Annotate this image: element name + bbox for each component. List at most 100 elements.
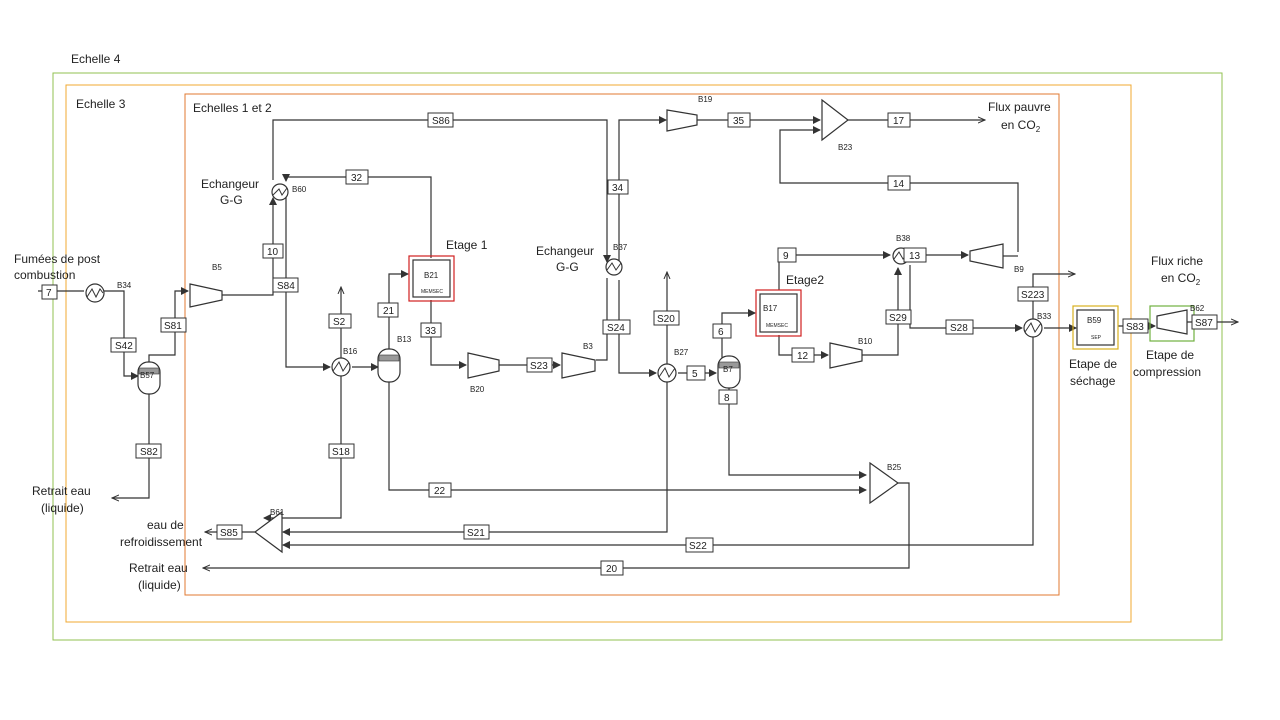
stream-S23: S23 (530, 361, 548, 372)
stream-13: 13 (909, 251, 921, 262)
compressor-B9: B9 (969, 243, 1024, 274)
stream-S22: S22 (689, 541, 707, 552)
drying-label-l1: Etape de (1069, 357, 1117, 371)
block-label-B17: B17 (763, 304, 778, 313)
block-label-B33: B33 (1037, 312, 1052, 321)
stream-S18: S18 (332, 447, 350, 458)
heat-exchanger-B37: B37 (605, 243, 628, 276)
compressor-B10: B10 (829, 337, 873, 369)
membrane-B17: B17 MEMSEC (755, 289, 802, 337)
stream-9: 9 (783, 251, 789, 262)
heater-B34: B34 (85, 281, 132, 303)
heat-exchanger-B27: B27 (657, 348, 689, 383)
compressor-B20: B20 (467, 352, 500, 394)
lean-flow-label-l1: Flux pauvre (988, 100, 1051, 114)
stream-labels: 7 S42 S82 S81 S84 10 S86 32 S2 S18 21 33… (41, 112, 1218, 576)
rich-flow-label-l1: Flux riche (1151, 254, 1203, 268)
stream-17: 17 (893, 116, 905, 127)
heat-exchanger-B33: B33 (1023, 312, 1052, 338)
stream-21: 21 (383, 306, 395, 317)
flash-drum-B57: B57 (137, 361, 161, 395)
water-out-2-label-l2: (liquide) (138, 578, 181, 592)
separator-B59: B59 SEP (1072, 305, 1119, 350)
stream-22: 22 (434, 486, 446, 497)
hx1-label-l2: G-G (220, 193, 243, 207)
scale-3-label: Echelle 3 (76, 97, 126, 111)
heat-exchanger-B16: B16 (331, 347, 358, 377)
compressor-B5: B5 (189, 263, 223, 308)
compression-label-l1: Etape de (1146, 348, 1194, 362)
block-label-B19: B19 (698, 95, 713, 104)
scales-1-2-frame (184, 93, 1060, 596)
block-label-B59: B59 (1087, 316, 1102, 325)
stream-S84: S84 (277, 281, 295, 292)
cooling-water-label-l2: refroidissement (120, 535, 203, 549)
drying-label-l2: séchage (1070, 374, 1116, 388)
scale-4-frame (52, 72, 1223, 641)
scales-1-2-label: Echelles 1 et 2 (193, 101, 272, 115)
block-label-B60: B60 (292, 185, 307, 194)
block-label-B9: B9 (1014, 265, 1024, 274)
block-label-B21: B21 (424, 271, 439, 280)
block-label-B27: B27 (674, 348, 689, 357)
stream-S85: S85 (220, 528, 238, 539)
stream-5: 5 (692, 369, 698, 380)
stream-10: 10 (267, 247, 279, 258)
water-out-2-label-l1: Retrait eau (129, 561, 188, 575)
stream-S223: S223 (1021, 290, 1045, 301)
stream-7: 7 (46, 288, 52, 299)
flash-drum-B13: B13 (377, 335, 412, 383)
flue-gas-label-l2: combustion (14, 268, 75, 282)
lean-flow-subscript: 2 (1036, 125, 1041, 134)
stream-14: 14 (893, 179, 905, 190)
stage-1-label: Etage 1 (446, 238, 488, 252)
heat-exchanger-B60: B60 (271, 183, 307, 201)
stream-33: 33 (425, 326, 437, 337)
block-sub-B59: SEP (1091, 335, 1102, 341)
stream-35: 35 (733, 116, 745, 127)
scale-4-label: Echelle 4 (71, 52, 121, 66)
block-label-B62: B62 (1190, 304, 1205, 313)
block-label-B13: B13 (397, 335, 412, 344)
block-label-B23: B23 (838, 143, 853, 152)
lean-flow-label-l2: en CO2 (1001, 118, 1041, 134)
block-label-B5: B5 (212, 263, 222, 272)
block-label-B34: B34 (117, 281, 132, 290)
rich-flow-subscript: 2 (1196, 278, 1201, 287)
stream-S81: S81 (164, 321, 182, 332)
compressor-B19: B19 (666, 95, 713, 132)
membrane-B21: B21 MEMSEC (408, 255, 455, 302)
stream-S2: S2 (333, 317, 346, 328)
cooling-water-label-l1: eau de (147, 518, 184, 532)
flue-gas-label-l1: Fumées de post (14, 252, 101, 266)
stream-34: 34 (612, 183, 624, 194)
water-out-1-label-l2: (liquide) (41, 501, 84, 515)
compression-label-l2: compression (1133, 365, 1201, 379)
block-sub-B21: MEMSEC (421, 289, 443, 295)
lean-flow-text: en CO (1001, 118, 1036, 132)
mixer-B61: B61 (253, 508, 285, 554)
block-label-B61: B61 (270, 508, 285, 517)
block-label-B3: B3 (583, 342, 593, 351)
stream-S28: S28 (950, 323, 968, 334)
block-label-B10: B10 (858, 337, 873, 346)
stream-S29: S29 (889, 313, 907, 324)
stream-S42: S42 (115, 341, 133, 352)
compressor-B3: B3 (561, 342, 596, 379)
mixer-B23: B23 (821, 98, 853, 152)
block-label-B25: B25 (887, 463, 902, 472)
water-out-1-label-l1: Retrait eau (32, 484, 91, 498)
stream-lines (38, 116, 1238, 568)
rich-flow-label-l2: en CO2 (1161, 271, 1201, 287)
scale-3-frame (65, 84, 1132, 623)
stream-12: 12 (797, 351, 809, 362)
hx1-label-l1: Echangeur (201, 177, 259, 191)
mixer-B25: B25 (869, 461, 902, 505)
hx2-label-l1: Echangeur (536, 244, 594, 258)
block-label-B37: B37 (613, 243, 628, 252)
block-label-B38: B38 (896, 234, 911, 243)
block-label-B20: B20 (470, 385, 485, 394)
stream-S83: S83 (1126, 322, 1144, 333)
stream-20: 20 (606, 564, 618, 575)
rich-flow-text: en CO (1161, 271, 1196, 285)
